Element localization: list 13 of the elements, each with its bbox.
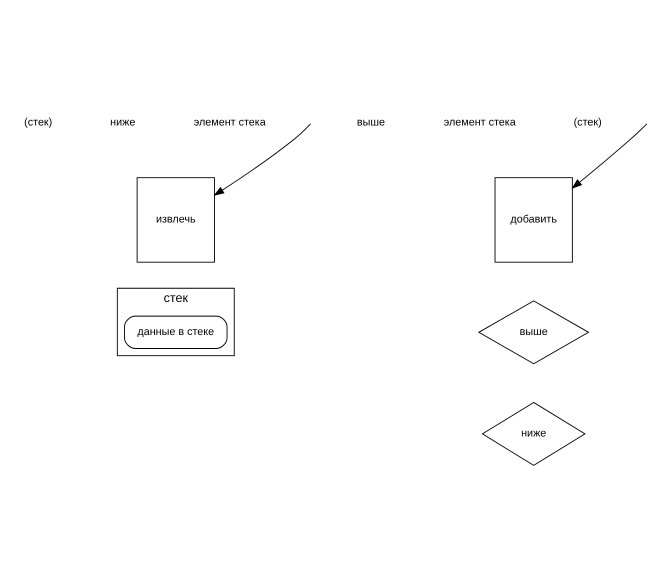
label: выше (356, 116, 385, 128)
label: (стек) (574, 116, 602, 128)
label: ниже (110, 116, 136, 128)
label: элемент стека (194, 116, 266, 128)
label: элемент стека (444, 116, 516, 128)
arrow (213, 122, 312, 196)
arrow (571, 122, 648, 188)
node-diamond: ниже (482, 401, 586, 466)
node-box: извлечь (136, 176, 215, 262)
node-box: добавить (494, 176, 573, 262)
label: (стек) (24, 116, 52, 128)
node-diamond: выше (478, 300, 590, 364)
node-box: данные в стеке (124, 315, 228, 348)
